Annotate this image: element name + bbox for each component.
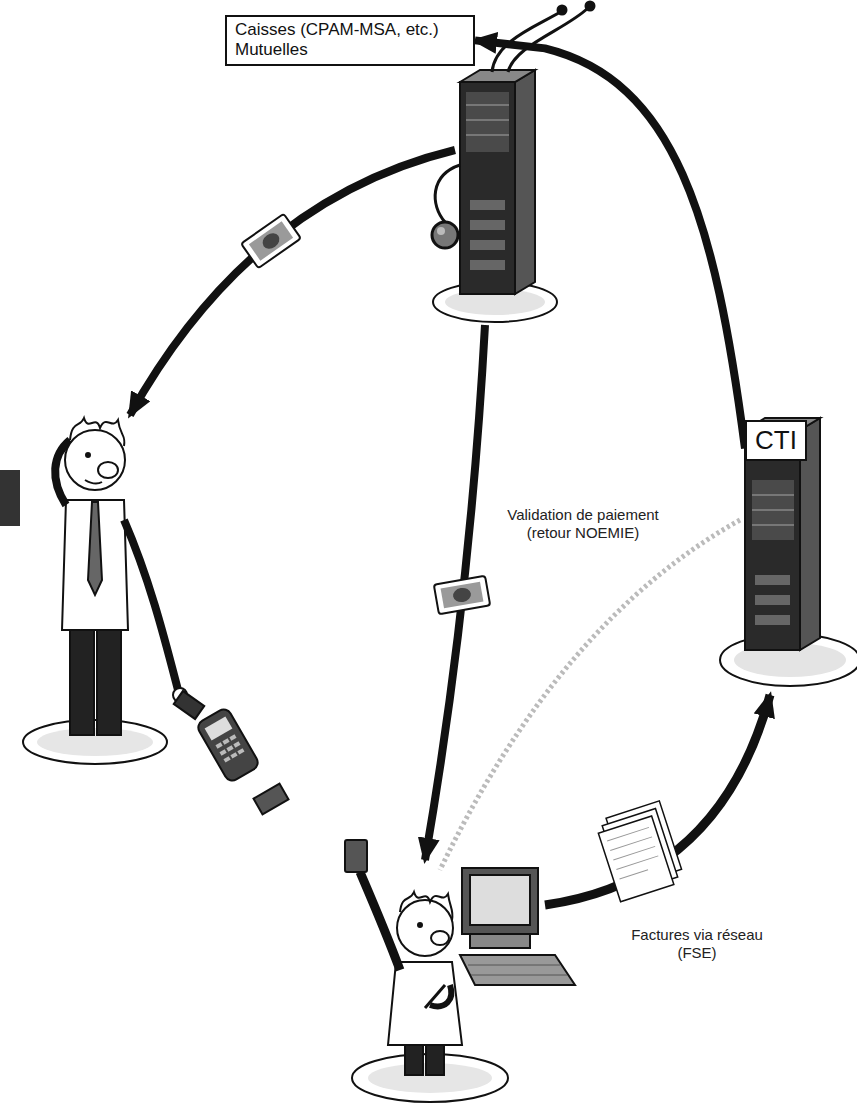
card-reader xyxy=(223,756,230,762)
cti-server xyxy=(745,430,800,650)
margin-tab xyxy=(0,470,20,526)
validation-label: Validation de paiement (retour NOEMIE) xyxy=(500,505,666,543)
patient-figure xyxy=(174,691,204,719)
caisses-server xyxy=(470,200,505,210)
cti-server xyxy=(752,480,794,540)
bank-note xyxy=(249,221,293,260)
cti-server xyxy=(755,595,790,605)
doctor-figure xyxy=(425,985,445,1008)
invoice-papers xyxy=(598,816,674,902)
card-reader xyxy=(226,745,233,751)
card-reader xyxy=(230,752,237,758)
bank-note xyxy=(441,582,484,609)
bank-note xyxy=(452,587,472,604)
card-reader xyxy=(229,734,236,740)
doctor-figure xyxy=(397,900,453,956)
card-reader xyxy=(195,707,260,784)
patient-figure xyxy=(124,520,178,690)
card-reader xyxy=(233,741,240,747)
invoice-papers xyxy=(595,801,686,902)
invoice-papers xyxy=(607,827,649,841)
invoice-papers xyxy=(616,856,658,870)
stethoscope xyxy=(558,6,566,14)
invoice-papers xyxy=(610,837,652,851)
caisses-server xyxy=(470,260,505,270)
cti-server xyxy=(752,494,794,496)
computer xyxy=(470,934,530,948)
caisses-server xyxy=(470,220,505,230)
caisses-server xyxy=(466,119,509,121)
patient-figure xyxy=(86,453,90,457)
caisses-server xyxy=(466,134,509,136)
cti-server xyxy=(752,524,794,526)
caisses-server xyxy=(433,70,557,322)
payment-arrow xyxy=(425,325,485,860)
stethoscope xyxy=(432,222,458,248)
card-reader xyxy=(215,734,244,762)
bank-note xyxy=(241,214,301,268)
invoice-label: Factures via réseau (FSE) xyxy=(628,925,766,963)
computer xyxy=(468,965,567,975)
caisses-server xyxy=(466,104,509,106)
patient-figure xyxy=(65,430,125,490)
patient-figure xyxy=(88,502,102,595)
cti-server xyxy=(755,575,790,585)
doctor-figure xyxy=(431,931,449,945)
caisses-server xyxy=(470,240,505,250)
computer xyxy=(462,868,538,934)
caisses-server xyxy=(460,70,535,82)
card-reader xyxy=(219,749,226,755)
flow-arrow xyxy=(475,40,745,448)
patient-figure xyxy=(97,625,121,735)
patient-figure xyxy=(70,625,94,735)
computer xyxy=(468,965,560,966)
doctor-figure xyxy=(345,840,367,872)
bank-note xyxy=(434,576,490,615)
doctor-figure xyxy=(400,892,453,920)
invoice-papers xyxy=(620,870,649,879)
patient-figure xyxy=(85,480,102,484)
cti-server xyxy=(752,509,794,511)
node-text: CTI xyxy=(755,426,797,455)
computer xyxy=(460,868,575,985)
card-reader xyxy=(195,707,260,784)
card-reader xyxy=(237,748,244,754)
computer xyxy=(470,875,530,925)
doctor-figure xyxy=(360,872,400,970)
stethoscope xyxy=(586,2,594,10)
caisses-server xyxy=(466,92,509,152)
caisses-server xyxy=(460,82,515,294)
caisses-server xyxy=(515,70,535,294)
bank-note xyxy=(434,576,490,615)
doctor-figure xyxy=(418,923,422,927)
card-reader xyxy=(205,716,233,740)
patient-figure xyxy=(98,462,118,478)
patient-figure xyxy=(62,500,128,630)
cti-server xyxy=(720,418,857,686)
patient-figure xyxy=(23,418,204,764)
cti-label-box: CTI xyxy=(745,420,807,461)
bank-note xyxy=(260,230,283,252)
patient-figure xyxy=(70,418,124,446)
validation-line xyxy=(440,520,740,870)
card-reader xyxy=(222,738,229,744)
invoice-arrow xyxy=(545,695,770,905)
computer xyxy=(471,975,567,976)
payment-arrow xyxy=(130,150,455,415)
computer xyxy=(460,955,575,985)
health-card xyxy=(254,784,289,815)
stethoscope xyxy=(435,165,460,222)
invoice-papers xyxy=(613,846,655,860)
card-reader xyxy=(215,742,222,748)
stethoscope xyxy=(437,227,445,235)
bank-note xyxy=(241,214,301,268)
doctor-figure xyxy=(388,962,462,1045)
node-text: Caisses (CPAM-MSA, etc.) Mutuelles xyxy=(235,20,465,61)
caisses-label-box: Caisses (CPAM-MSA, etc.) Mutuelles xyxy=(225,15,475,66)
cti-server xyxy=(755,615,790,625)
